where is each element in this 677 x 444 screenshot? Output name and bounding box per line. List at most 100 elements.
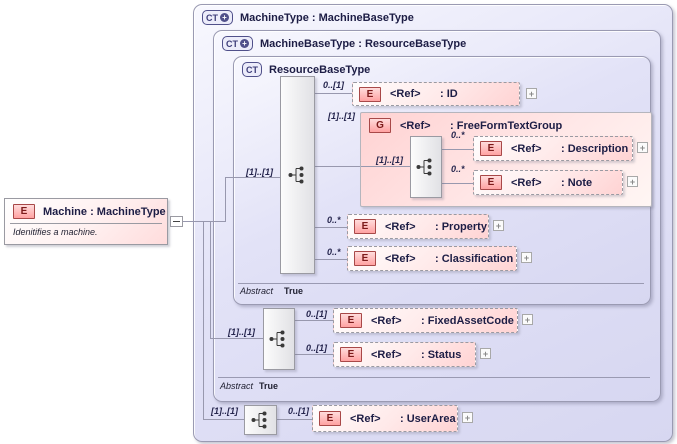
element-box-fixedassetcode[interactable]: E <Ref> : FixedAssetCode — [333, 308, 518, 333]
collapse-toggle[interactable] — [170, 216, 183, 227]
connector-line — [313, 227, 347, 228]
element-name: : Status — [421, 348, 462, 361]
occurs-label: 0..[1] — [306, 309, 328, 319]
complextype-badge: CT — [242, 62, 262, 77]
element-ref: <Ref> — [390, 88, 421, 100]
occurs-label: [1]..[1] — [211, 406, 238, 416]
element-box-note[interactable]: E <Ref> : Note — [473, 170, 623, 195]
expand-button[interactable]: + — [522, 314, 533, 325]
ct-badge-label: CT — [206, 12, 218, 23]
sequence-icon — [269, 330, 285, 348]
connector-line — [313, 93, 352, 94]
connector-line — [225, 177, 226, 222]
element-ref: <Ref> — [511, 176, 542, 189]
sequence-box-machinebasetype[interactable] — [263, 308, 295, 370]
complextype-badge[interactable]: CT+ — [202, 10, 233, 25]
occurs-label: 0..[1] — [306, 343, 328, 353]
element-name: : Property — [435, 220, 487, 233]
element-badge: E — [13, 204, 35, 219]
element-box-property[interactable]: E <Ref> : Property — [347, 214, 489, 239]
divider — [10, 223, 162, 224]
group-badge: G — [369, 118, 391, 133]
occurs-label: 0..* — [327, 247, 341, 257]
occurs-label: 0..[1] — [323, 80, 345, 90]
connector-line — [313, 166, 360, 167]
element-badge: E — [354, 251, 376, 266]
expand-button[interactable]: + — [480, 348, 491, 359]
expand-button[interactable]: + — [493, 220, 504, 231]
occurs-label: 0..[1] — [288, 406, 310, 416]
element-badge: E — [480, 141, 502, 156]
sequence-box-freeformtextgroup[interactable] — [410, 136, 442, 198]
connector-line — [275, 419, 312, 420]
element-badge: E — [359, 86, 381, 102]
connector-line — [293, 320, 333, 321]
extension-plus-icon: + — [220, 13, 229, 22]
connector-line — [440, 183, 473, 184]
element-badge: E — [319, 411, 341, 426]
expand-button[interactable]: + — [627, 176, 638, 187]
element-box-classification[interactable]: E <Ref> : Classification — [347, 246, 517, 271]
element-badge: E — [480, 175, 502, 190]
element-name: : FixedAssetCode — [421, 314, 514, 327]
element-ref: <Ref> — [385, 252, 416, 265]
group-name: : FreeFormTextGroup — [450, 119, 563, 132]
expand-button[interactable]: + — [637, 142, 648, 153]
connector-line — [313, 259, 347, 260]
container-machinebasetype-header: CT+ MachineBaseType : ResourceBaseType — [222, 36, 466, 51]
element-name: : Classification — [435, 252, 514, 265]
element-name: : UserArea — [400, 412, 456, 425]
expand-button[interactable]: + — [462, 412, 473, 423]
element-box-userarea[interactable]: E <Ref> : UserArea — [312, 405, 458, 432]
sequence-box-machinetype[interactable] — [244, 405, 277, 435]
connector-line — [203, 221, 204, 419]
occurs-label: [1]..[1] — [376, 155, 403, 165]
minus-icon — [173, 221, 180, 222]
connector-line — [210, 221, 211, 338]
connector-line — [293, 354, 333, 355]
element-ref: <Ref> — [511, 142, 542, 155]
element-badge: E — [354, 219, 376, 234]
container-title: ResourceBaseType — [269, 63, 371, 76]
abstract-label: Abstract — [240, 286, 274, 296]
connector-line — [361, 166, 410, 167]
sequence-icon — [251, 411, 266, 429]
sequence-icon — [416, 158, 432, 176]
divider — [238, 283, 644, 284]
connector-line — [440, 149, 473, 150]
ct-badge-label: CT — [226, 38, 238, 49]
element-ref: <Ref> — [371, 314, 402, 327]
element-name: : ID — [440, 88, 458, 100]
occurs-label: [1]..[1] — [228, 327, 255, 337]
container-title: MachineType : MachineBaseType — [240, 11, 414, 24]
element-box-machine[interactable]: E Machine : MachineType Idenitifies a ma… — [4, 198, 168, 245]
connector-line — [210, 338, 263, 339]
element-name: : Description — [561, 142, 629, 155]
element-box-status[interactable]: E <Ref> : Status — [333, 342, 476, 367]
element-ref: <Ref> — [350, 412, 381, 425]
sequence-box-resourcebasetype[interactable] — [280, 76, 315, 274]
element-ref: <Ref> — [385, 220, 416, 233]
complextype-badge[interactable]: CT+ — [222, 36, 253, 51]
element-badge: E — [340, 347, 362, 362]
element-ref: <Ref> — [371, 348, 402, 361]
connector-line — [203, 419, 245, 420]
connector-line — [225, 177, 280, 178]
ct-badge-label: CT — [246, 64, 258, 75]
expand-button[interactable]: + — [521, 252, 532, 263]
element-box-description[interactable]: E <Ref> : Description — [473, 136, 633, 161]
machine-title: Machine : MachineType — [43, 205, 166, 218]
group-ref: <Ref> — [400, 119, 431, 132]
abstract-label: Abstract — [220, 381, 254, 391]
element-name: : Note — [561, 176, 593, 189]
element-badge: E — [340, 313, 362, 328]
divider — [218, 377, 650, 378]
expand-button[interactable]: + — [526, 88, 537, 99]
occurs-label: 0..* — [451, 164, 465, 174]
extension-plus-icon: + — [240, 39, 249, 48]
sequence-icon — [288, 166, 303, 184]
abstract-value: True — [259, 381, 279, 391]
element-box-id[interactable]: E <Ref> : ID — [352, 82, 520, 106]
occurs-label: [1]..[1] — [328, 111, 355, 121]
